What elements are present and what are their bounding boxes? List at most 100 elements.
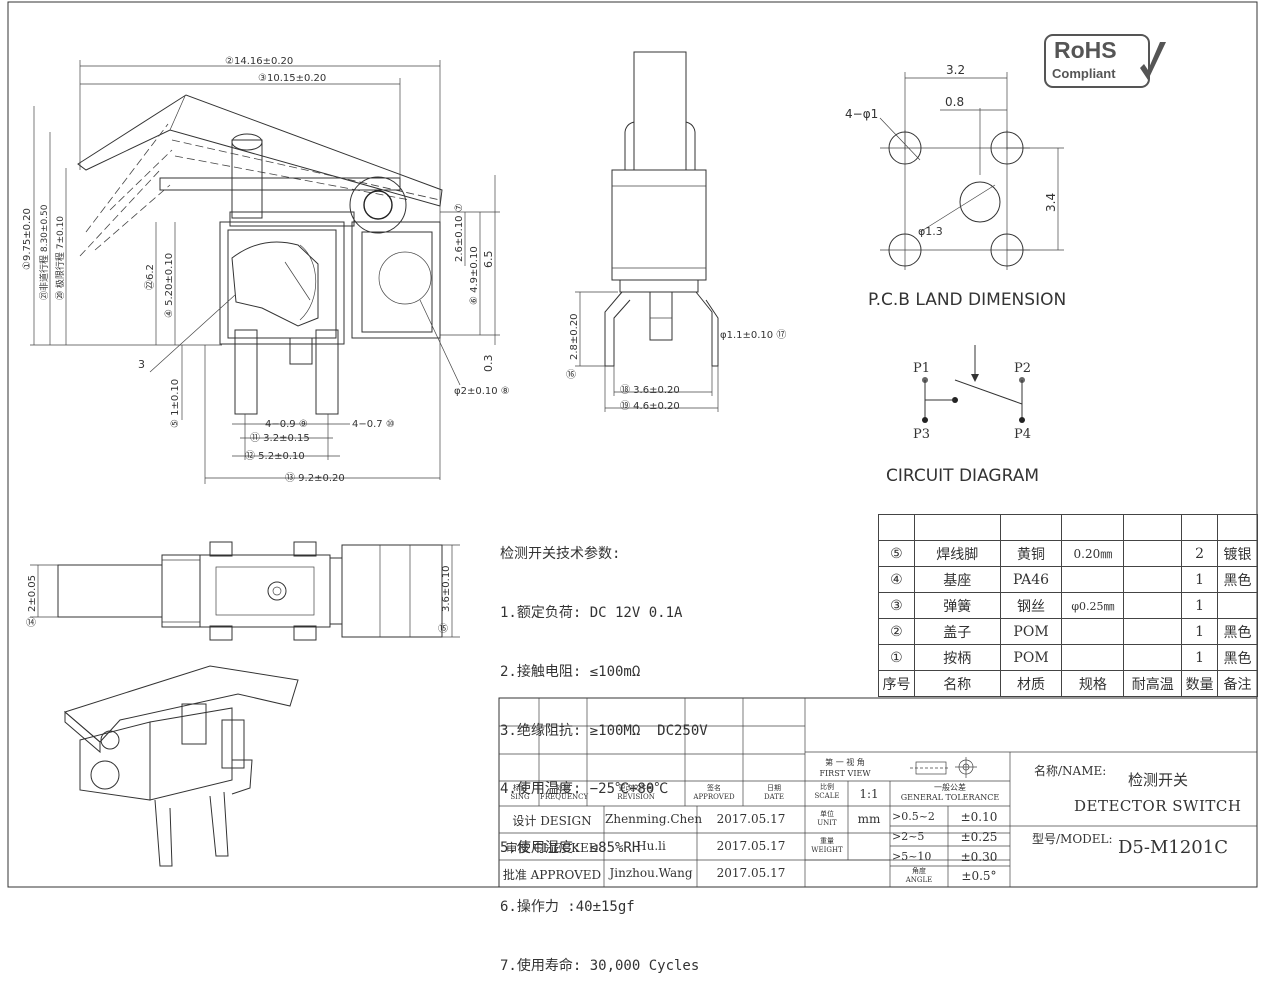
bom-header: 序号 xyxy=(878,670,915,697)
bom-header: 数量 xyxy=(1181,670,1219,697)
bom-note: 镀银 xyxy=(1217,540,1258,567)
pcb-land-view: 3.2 0.8 3.4 4−φ1 φ1.3 P.C.B LAND DIMENSI… xyxy=(845,63,1066,310)
rev-header-mark: 标记 SING xyxy=(510,784,530,801)
side-view: 2.8±0.20 ⑯ ⑱ 3.6±0.20 ⑲ 4.6±0.20 φ1.1±0.… xyxy=(566,51,786,412)
dim-5: ⑤ 1±0.10 xyxy=(170,379,181,428)
name-en: DETECTOR SWITCH xyxy=(1074,797,1242,815)
pcb-dim-w: 3.2 xyxy=(946,63,965,77)
circuit-title: CIRCUIT DIAGRAM xyxy=(886,466,1039,486)
bom-material: 钢丝 xyxy=(999,592,1063,619)
bom-temp xyxy=(1123,644,1183,671)
circuit-diagram: P1 P2 P3 P4 CIRCUIT DIAGRAM xyxy=(886,345,1039,486)
rev-header-approved: 签名 APPROVED xyxy=(693,784,735,801)
dim-13: ⑬ 9.2±0.20 xyxy=(285,472,345,484)
bom-qty: 2 xyxy=(1181,540,1219,567)
spec-line: 2.接触电阻: ≤100mΩ xyxy=(500,663,641,680)
dim-16: ⑯ xyxy=(566,369,576,381)
bom-note xyxy=(1217,592,1258,619)
checked-label: 审核 CHECKED xyxy=(505,841,599,855)
design-date: 2017.05.17 xyxy=(716,812,786,826)
bom-name: 按柄 xyxy=(913,644,1001,671)
model-value: D5-M1201C xyxy=(1118,837,1228,858)
dim-3: ③10.15±0.20 xyxy=(258,73,326,84)
bom-note: 黑色 xyxy=(1217,618,1258,645)
bom-no: ① xyxy=(878,644,915,671)
tol-range: >0.5~2 xyxy=(892,810,935,823)
bom-name: 基座 xyxy=(913,566,1001,593)
circuit-p4: P4 xyxy=(1014,427,1031,442)
dim-4: ④ 5.20±0.10 xyxy=(164,253,175,318)
tol-value: ±0.10 xyxy=(960,810,998,824)
table-row: ② 盖子 POM 1 黑色 xyxy=(878,618,1258,645)
drawing-sheet: ②14.16±0.20 ③10.15±0.20 ①9.75±0.20 ㉑非道行程… xyxy=(7,1,1258,888)
dim-21: ㉑非道行程 8.30±0.50 xyxy=(38,204,50,300)
bom-qty: 1 xyxy=(1181,592,1219,619)
table-header-row: 序号 名称 材质 规格 耐高温 数量 备注 xyxy=(878,670,1258,697)
dim-7: 2.6±0.10 ⑦ xyxy=(454,203,465,262)
bom-name: 盖子 xyxy=(913,618,1001,645)
bom-header: 备注 xyxy=(1217,670,1258,697)
spec-title: 检测开关技术参数: xyxy=(500,546,621,563)
rohs-badge: RoHS Compliant xyxy=(1044,34,1168,88)
dim-10: 4−0.7 ⑩ xyxy=(352,419,395,430)
bom-spec xyxy=(1061,618,1125,645)
isometric-view xyxy=(63,665,299,867)
spec-line: 7.使用寿命: 30,000 Cycles xyxy=(500,957,700,974)
bom-no: ④ xyxy=(878,566,915,593)
dim-12: ⑫ 5.2±0.10 xyxy=(245,450,305,462)
table-row: ④ 基座 PA46 1 黑色 xyxy=(878,566,1258,593)
tolerance-label: 一般公差 GENERAL TOLERANCE xyxy=(900,783,1000,802)
tol-range: >2~5 xyxy=(892,830,925,843)
name-cn: 检测开关 xyxy=(1128,771,1189,789)
dim-22: ㉒6.2 xyxy=(144,264,156,290)
approve-name: Jinzhou.Wang xyxy=(609,866,693,880)
bom-spec xyxy=(1061,566,1125,593)
bom-spec: φ0.25㎜ xyxy=(1061,592,1125,619)
first-view-label: 第 一 视 角 FIRST VIEW xyxy=(819,758,871,778)
scale-value: 1:1 xyxy=(859,787,879,801)
pcb-dim-s: 0.8 xyxy=(945,95,964,109)
bom-note: 黑色 xyxy=(1217,644,1258,671)
rev-header-date: 日期 DATE xyxy=(763,784,785,801)
bom-qty: 1 xyxy=(1181,566,1219,593)
spec-line: 6.操作力 :40±15gf xyxy=(500,898,635,915)
bom-material: PA46 xyxy=(999,566,1063,593)
bom-temp xyxy=(1123,618,1183,645)
pcb-hole1: φ1.3 xyxy=(918,225,943,238)
circuit-p2: P2 xyxy=(1014,361,1031,376)
circuit-p1: P1 xyxy=(913,361,930,376)
checked-date: 2017.05.17 xyxy=(716,839,786,853)
dim-16a: 2.8±0.20 xyxy=(569,313,580,360)
dim-0-3: 0.3 xyxy=(482,355,495,373)
bom-no: ③ xyxy=(878,592,915,619)
dim-11: ⑪ 3.2±0.15 xyxy=(250,432,310,444)
dim-8: φ2±0.10 ⑧ xyxy=(454,386,510,397)
bom-no: ⑤ xyxy=(878,540,915,567)
tol-range: >5~10 xyxy=(892,850,932,863)
bom-temp xyxy=(1123,566,1183,593)
model-label: 型号/MODEL: xyxy=(1032,832,1113,846)
name-label: 名称/NAME: xyxy=(1034,764,1107,778)
dim-14a: 2±0.05 xyxy=(27,575,38,612)
bom-qty: 1 xyxy=(1181,618,1219,645)
design-name: Zhenming.Chen xyxy=(605,812,703,826)
tol-value: ±0.5° xyxy=(961,869,997,883)
bom-material: POM xyxy=(999,618,1063,645)
circuit-p3: P3 xyxy=(913,427,930,442)
spec-line: 5.使用湿度: ≤85%RH xyxy=(500,840,641,857)
tol-range: 角度 ANGLE xyxy=(905,867,933,884)
unit-label: 单位 UNIT xyxy=(817,810,837,827)
bom-material: POM xyxy=(999,644,1063,671)
dim-19: ⑲ 4.6±0.20 xyxy=(620,400,680,412)
check-icon xyxy=(1140,42,1166,80)
bom-qty: 1 xyxy=(1181,644,1219,671)
bom-header: 规格 xyxy=(1061,670,1125,697)
table-row: ① 按柄 POM 1 黑色 xyxy=(878,644,1258,671)
bom-spec xyxy=(1061,644,1125,671)
title-block-frame xyxy=(498,697,1258,888)
bom-header: 材质 xyxy=(999,670,1063,697)
bom-header: 耐高温 xyxy=(1123,670,1183,697)
rev-header-revision: 更改文件号 REVISION xyxy=(617,784,655,801)
dim-6: ⑥ 4.9±0.10 xyxy=(469,246,480,305)
tol-value: ±0.30 xyxy=(960,850,998,864)
